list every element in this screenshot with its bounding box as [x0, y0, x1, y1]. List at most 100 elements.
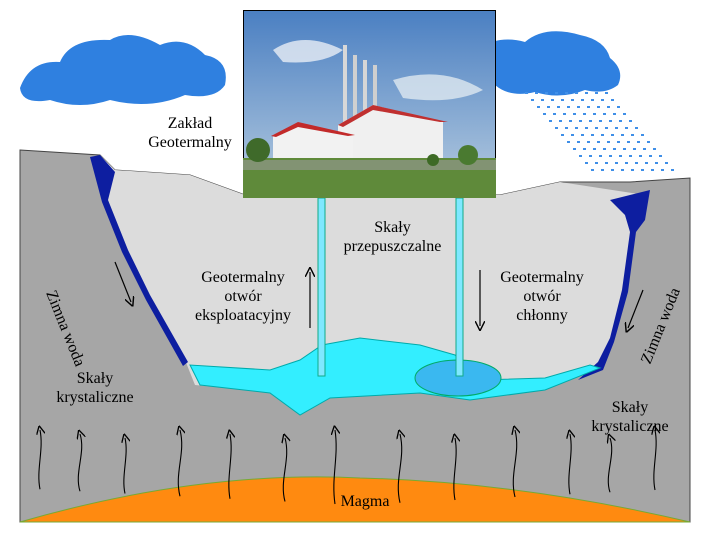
rain-drop: [593, 113, 596, 115]
rain-drop: [525, 92, 528, 94]
permeable-rocks-line1: Skały: [374, 219, 411, 236]
rain-drop: [597, 106, 600, 108]
rain-drop: [569, 120, 572, 122]
heat-arrow: [334, 430, 336, 505]
rain-drop: [641, 169, 644, 171]
crystalline-right-label: Skały krystaliczne: [575, 398, 685, 436]
rain-drop: [625, 162, 628, 164]
production-well-pipe: [317, 197, 326, 377]
rain-drop: [643, 148, 646, 150]
heat-arrow: [608, 438, 611, 493]
production-well-line3: eksploatacyjny: [195, 307, 291, 324]
rain-drop: [561, 99, 564, 101]
injection-well-line1: Geotermalny: [500, 269, 584, 286]
rain-drop: [621, 169, 624, 171]
heat-arrow: [39, 430, 41, 490]
heat-arrow: [124, 438, 126, 494]
rain-drop: [599, 120, 602, 122]
injection-well-pipe: [455, 197, 464, 377]
crystalline-left-line2: krystaliczne: [56, 389, 134, 406]
permeable-rocks-label: Skały przepuszczalne: [330, 218, 455, 256]
rain-drop: [535, 92, 538, 94]
cold-water-right: [578, 190, 650, 380]
permeable-rock-basin: [100, 155, 645, 392]
rain-drop: [603, 148, 606, 150]
heat-arrow: [78, 434, 81, 492]
rain-drop: [585, 127, 588, 129]
rain-drop: [553, 113, 556, 115]
rain-drop: [551, 99, 554, 101]
rain-drop: [581, 134, 584, 136]
rain-drop: [587, 106, 590, 108]
rain-drop: [557, 106, 560, 108]
rain-drop: [607, 106, 610, 108]
heat-arrow: [454, 438, 456, 501]
rain-drop: [579, 155, 582, 157]
injection-well-label: Geotermalny otwór chłonny: [482, 268, 602, 325]
rain-drop: [549, 120, 552, 122]
rain-drop: [595, 92, 598, 94]
rain-drop: [585, 162, 588, 164]
heat-arrow: [513, 430, 516, 498]
rain-drop: [591, 134, 594, 136]
rain-drop: [605, 92, 608, 94]
rain-drop: [619, 155, 622, 157]
rain-drop: [661, 169, 664, 171]
rain-drop: [583, 148, 586, 150]
rain-drop: [601, 99, 604, 101]
rain-drop: [627, 141, 630, 143]
permeable-rocks-line2: przepuszczalne: [343, 238, 442, 255]
geothermal-plant-photo: [243, 10, 496, 198]
rain-drop: [601, 134, 604, 136]
plant-label-line1: Zakład: [167, 115, 213, 132]
rain-drop: [555, 92, 558, 94]
rain-drop: [603, 113, 606, 115]
rain-drop: [571, 134, 574, 136]
rain-drop: [617, 141, 620, 143]
heat-arrow: [654, 430, 656, 491]
rain-drop: [565, 92, 568, 94]
rain-drop: [531, 99, 534, 101]
rain-drop: [613, 113, 616, 115]
heat-arrow: [398, 434, 401, 503]
rain-drop: [589, 155, 592, 157]
rain-drop: [615, 127, 618, 129]
rain-drop: [559, 120, 562, 122]
rain-drop: [609, 120, 612, 122]
production-well-line1: Geotermalny: [201, 269, 285, 286]
cloud-icon: [20, 35, 226, 105]
rain-drop: [599, 155, 602, 157]
rain-drop: [591, 99, 594, 101]
rain-drop: [587, 141, 590, 143]
rain-drop: [601, 169, 604, 171]
rain-drop: [607, 141, 610, 143]
rain-drop: [577, 106, 580, 108]
rain-drop: [591, 169, 594, 171]
rain-drop: [575, 92, 578, 94]
rain-drop: [543, 113, 546, 115]
rain-drop: [567, 141, 570, 143]
rain-drop: [609, 155, 612, 157]
rain-drop: [623, 113, 626, 115]
rain-drop: [545, 92, 548, 94]
crystalline-left-label: Skały krystaliczne: [40, 369, 150, 407]
rain-drop: [635, 162, 638, 164]
rain-drop: [605, 162, 608, 164]
rain-drop: [581, 99, 584, 101]
rain-drop: [611, 99, 614, 101]
rain-drop: [561, 134, 564, 136]
rain-drop: [611, 134, 614, 136]
rain-drop: [655, 162, 658, 164]
cold-water-arrow-left: [114, 261, 131, 302]
rain-drop: [555, 127, 558, 129]
rain-drop: [589, 120, 592, 122]
rain-drop: [649, 155, 652, 157]
crystalline-left-line1: Skały: [76, 370, 114, 387]
injection-well-line3: chłonny: [516, 307, 568, 324]
rain-drop: [573, 113, 576, 115]
rain-drop: [541, 99, 544, 101]
rain-drop: [637, 141, 640, 143]
plant-label: Zakład Geotermalny: [130, 114, 250, 152]
